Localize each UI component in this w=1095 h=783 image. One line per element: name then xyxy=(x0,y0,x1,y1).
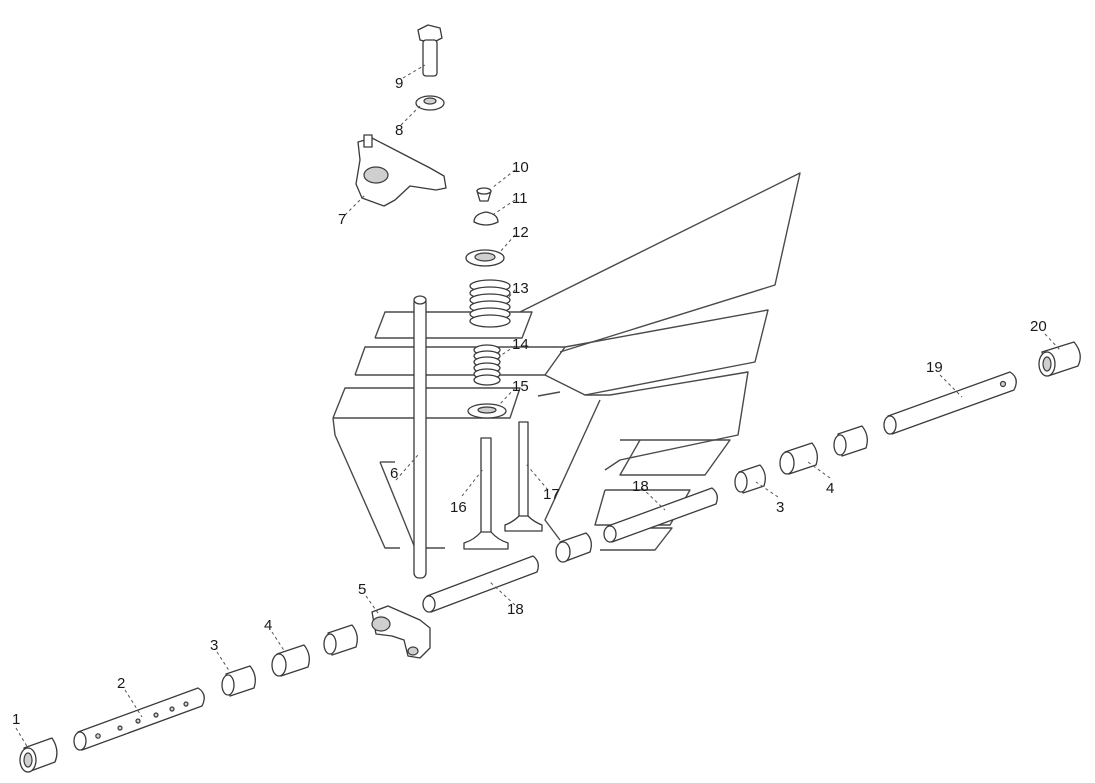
part-15-spring-seat xyxy=(467,403,507,419)
label-2: 2 xyxy=(117,675,125,692)
label-9: 9 xyxy=(395,75,403,92)
part-5-rocker-bracket xyxy=(371,605,431,659)
label-15: 15 xyxy=(512,378,529,395)
part-18-sleeve-upper xyxy=(603,487,718,543)
label-12: 12 xyxy=(512,224,529,241)
bushing-right-extra xyxy=(833,425,868,457)
label-4-left: 4 xyxy=(264,617,272,634)
label-6: 6 xyxy=(390,465,398,482)
spacer-tube xyxy=(555,532,592,563)
part-17-exhaust-valve xyxy=(504,421,543,532)
part-2-rocker-shaft xyxy=(73,687,205,751)
label-3-left: 3 xyxy=(210,637,218,654)
part-12-spring-retainer xyxy=(465,249,505,267)
part-3-bushing-left xyxy=(221,665,256,697)
label-20: 20 xyxy=(1030,318,1047,335)
part-1-end-plug xyxy=(19,737,58,773)
part-6-push-rod xyxy=(413,295,427,579)
part-19-rocker-shaft xyxy=(883,371,1017,435)
label-18-lower: 18 xyxy=(507,601,524,618)
label-11: 11 xyxy=(512,190,528,207)
part-4-bushing-left xyxy=(271,644,310,677)
part-7-rocker-arm xyxy=(355,134,447,207)
label-16: 16 xyxy=(450,499,467,516)
label-14: 14 xyxy=(512,336,529,353)
part-number-labels: 1 2 3 4 5 18 6 7 8 9 10 11 12 13 14 15 1… xyxy=(12,75,1047,728)
part-14-inner-spring xyxy=(473,344,501,386)
label-8: 8 xyxy=(395,122,403,139)
part-20-end-plug xyxy=(1038,341,1081,377)
part-18-sleeve-lower xyxy=(422,555,539,613)
part-8-washer xyxy=(415,95,445,111)
label-13: 13 xyxy=(512,280,529,297)
part-13-outer-spring xyxy=(469,279,511,328)
cylinder-head-outline xyxy=(332,172,801,551)
label-17: 17 xyxy=(543,486,560,503)
label-1: 1 xyxy=(12,711,20,728)
label-7: 7 xyxy=(338,211,346,228)
label-3-right: 3 xyxy=(776,499,784,516)
part-3-bushing-right xyxy=(734,464,766,494)
label-4-right: 4 xyxy=(826,480,834,497)
label-18-upper: 18 xyxy=(632,478,649,495)
part-16-intake-valve xyxy=(463,437,509,550)
bushing-left-extra xyxy=(323,624,358,656)
part-10-valve-keeper xyxy=(476,187,492,202)
part-4-bushing-right xyxy=(779,442,818,475)
label-10: 10 xyxy=(512,159,529,176)
label-19: 19 xyxy=(926,359,943,376)
label-5: 5 xyxy=(358,581,366,598)
part-9-bolt xyxy=(417,24,443,77)
leader-lines xyxy=(15,64,1061,749)
part-11-valve-cap xyxy=(473,211,499,226)
